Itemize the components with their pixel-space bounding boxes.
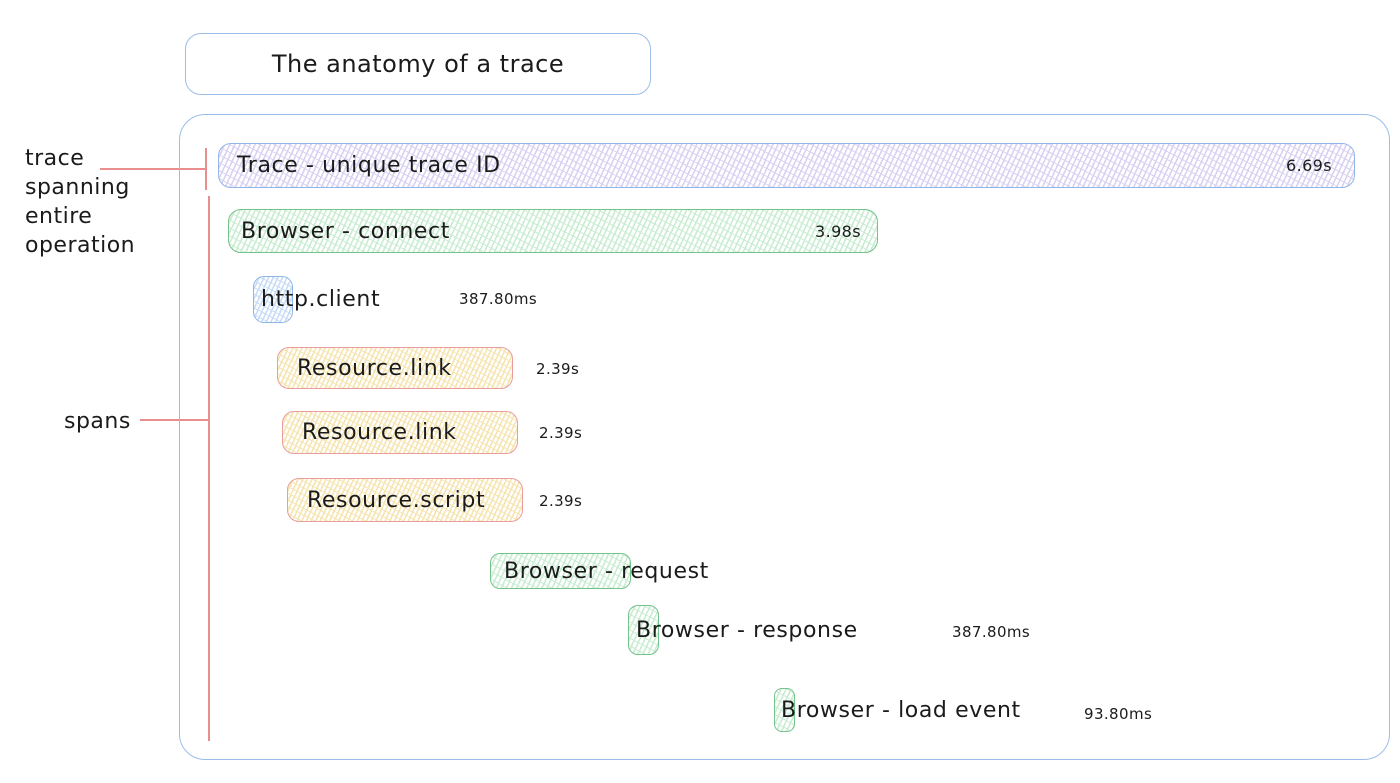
- span-bar-browser-connect: Browser - connect 3.98s: [228, 209, 878, 253]
- trace-connector-line: [100, 168, 206, 170]
- title-box: The anatomy of a trace: [185, 33, 651, 95]
- trace-annotation: trace spanning entire operation: [25, 144, 135, 260]
- span-bar-browser-response: [628, 605, 659, 655]
- trace-container: [179, 114, 1390, 760]
- spans-bracket-line: [208, 196, 210, 741]
- span-bar-resource-script: [287, 478, 523, 522]
- span-label: http.client: [261, 287, 381, 312]
- trace-annotation-line: trace: [25, 146, 85, 171]
- spans-connector-line: [140, 419, 209, 421]
- span-label: Resource.script: [307, 487, 486, 513]
- span-label: Resource.link: [302, 420, 457, 445]
- trace-annotation-line: spanning: [25, 175, 130, 200]
- span-label: Trace - unique trace ID: [237, 153, 501, 178]
- trace-connector-tick: [205, 148, 207, 190]
- span-bar-resource-link-2: [282, 411, 518, 454]
- span-duration: 6.69s: [1286, 156, 1332, 175]
- span-bar-browser-request: [490, 553, 631, 589]
- diagram-title: The anatomy of a trace: [271, 50, 565, 78]
- span-duration: 3.98s: [815, 221, 861, 241]
- span-duration: 2.39s: [539, 492, 583, 510]
- span-duration: 2.39s: [536, 360, 580, 378]
- trace-annotation-line: entire: [25, 204, 93, 229]
- span-duration: 387.80ms: [952, 623, 1031, 641]
- span-label: Browser - connect: [241, 218, 450, 244]
- span-bar-trace: Trace - unique trace ID 6.69s: [218, 143, 1355, 188]
- span-label: Browser - load event: [781, 697, 1021, 723]
- span-duration: 93.80ms: [1084, 705, 1153, 723]
- span-bar-http-client: [253, 276, 293, 323]
- span-duration: 387.80ms: [459, 290, 538, 308]
- span-label: Browser - request: [504, 558, 709, 584]
- span-label: Resource.link: [297, 355, 452, 381]
- span-bar-resource-link-1: [277, 347, 513, 389]
- span-label: Browser - response: [636, 617, 858, 643]
- trace-annotation-line: operation: [25, 233, 136, 258]
- spans-annotation: spans: [64, 409, 131, 434]
- span-bar-browser-load-event: [774, 688, 795, 732]
- span-duration: 2.39s: [539, 424, 583, 442]
